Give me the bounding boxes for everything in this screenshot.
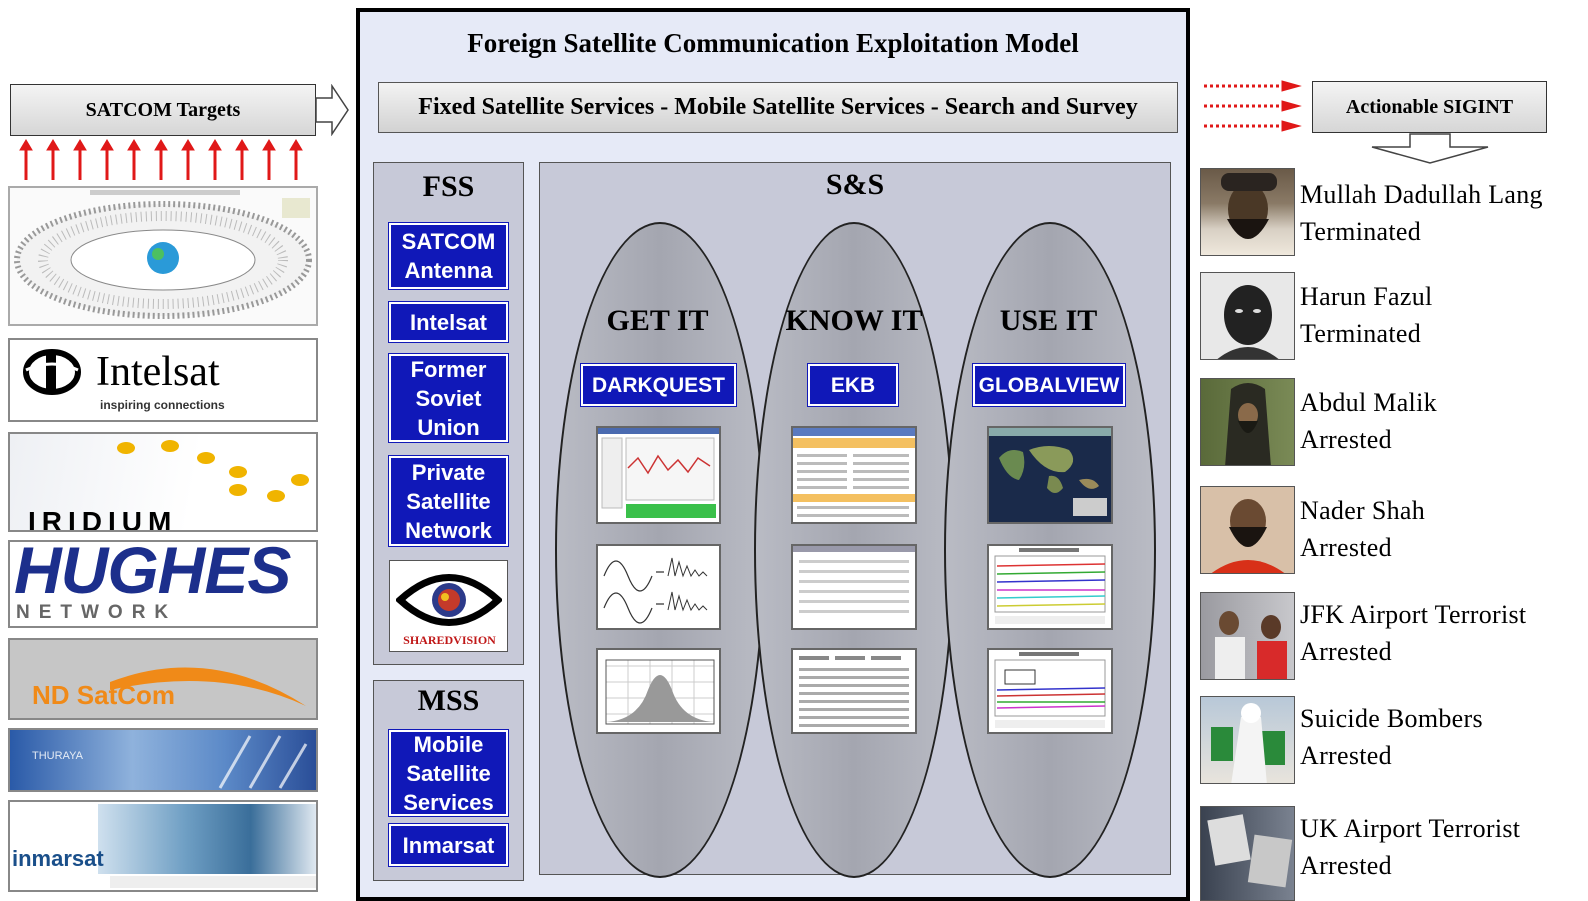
ekb-screenshot-1 (791, 426, 917, 524)
person-photo-4 (1200, 486, 1295, 574)
fss-title: FSS (422, 170, 475, 203)
thuraya-banner: THURAYA (8, 728, 318, 792)
person-7-name: UK Airport Terrorist (1300, 814, 1521, 843)
darkquest-screenshot-2 (596, 544, 721, 630)
nd-satcom-logo-text: ND SatCom (32, 680, 176, 710)
inmarsat-logo-text: inmarsat (12, 846, 104, 871)
globalview-screenshot-2 (987, 544, 1113, 630)
person-photo-1 (1200, 168, 1295, 256)
globalview-screenshot-1 (987, 426, 1113, 524)
darkquest-screenshot-3 (596, 648, 721, 734)
page-title: Foreign Satellite Communication Exploita… (467, 28, 1079, 58)
ekb-screenshot-3 (791, 648, 917, 734)
red-up-arrows (19, 138, 304, 182)
satellite-map-image (8, 186, 318, 326)
services-bar: Fixed Satellite Services - Mobile Satell… (378, 82, 1178, 133)
intelsat-logo: Intelsat inspiring connections (8, 338, 318, 422)
intelsat-emblem-icon (23, 349, 81, 395)
actionable-sigint-box: Actionable SIGINT (1312, 81, 1547, 133)
person-3-status: Arrested (1300, 425, 1392, 454)
know-it-label: KNOW IT (785, 304, 923, 337)
darkquest-screenshot-1 (596, 426, 721, 524)
intelsat-tagline: inspiring connections (100, 398, 225, 412)
person-1-name: Mullah Dadullah Lang (1300, 180, 1543, 209)
iridium-dots-icon (117, 440, 309, 502)
mss-title: MSS (417, 684, 480, 717)
actionable-sigint-label: Actionable SIGINT (1345, 95, 1514, 118)
person-4-name: Nader Shah (1300, 496, 1426, 525)
inmarsat-menu-strip (110, 876, 316, 888)
person-6-status: Arrested (1300, 741, 1392, 770)
person-1-status: Terminated (1300, 217, 1422, 246)
person-7-status: Arrested (1300, 851, 1392, 880)
fss-satcom-antenna: SATCOM Antenna (388, 222, 509, 290)
darkquest-tool: DARKQUEST (580, 363, 737, 407)
person-3-name: Abdul Malik (1300, 388, 1437, 417)
person-2-name: Harun Fazul (1300, 282, 1433, 311)
thuraya-banner-text: THURAYA (32, 750, 83, 762)
mss-mobile-satellite-services: Mobile Satellite Services (388, 729, 509, 817)
mss-inmarsat: Inmarsat (388, 823, 509, 867)
person-photo-2 (1200, 272, 1295, 360)
nd-satcom-swoosh-icon (110, 667, 306, 706)
satcom-targets-box: SATCOM Targets (10, 84, 316, 136)
person-5-status: Arrested (1300, 637, 1392, 666)
sharedvision-logo: SHAREDVISION (389, 560, 508, 652)
fss-private-satellite-network: Private Satellite Network (388, 455, 509, 547)
person-photo-7 (1200, 806, 1295, 901)
intelsat-logo-text: Intelsat (96, 349, 220, 395)
sharedvision-text: SHAREDVISION (403, 633, 496, 647)
person-photo-3 (1200, 378, 1295, 466)
eye-icon (396, 574, 502, 626)
fss-intelsat: Intelsat (388, 301, 509, 343)
iridium-logo: IRIDIUM (8, 432, 318, 532)
ekb-screenshot-2 (791, 544, 917, 630)
use-it-label: USE IT (999, 304, 1098, 337)
hughes-logo: HUGHES NETWORK SYSTEMS (8, 540, 318, 628)
hughes-logo-text: HUGHES (14, 540, 291, 607)
down-arrow-icon (1371, 133, 1489, 164)
inmarsat-photos (98, 804, 316, 874)
person-photo-5 (1200, 592, 1295, 680)
globalview-screenshot-3 (987, 648, 1113, 734)
fss-former-soviet-union: Former Soviet Union (388, 353, 509, 443)
right-arrow-icon (315, 84, 349, 136)
globalview-tool: GLOBALVIEW (972, 363, 1126, 407)
person-photo-6 (1200, 696, 1295, 784)
ekb-tool: EKB (807, 363, 899, 407)
person-6-name: Suicide Bombers (1300, 704, 1483, 733)
inmarsat-banner: inmarsat (8, 800, 318, 892)
ss-title: S&S (825, 168, 885, 201)
satcom-targets-label: SATCOM Targets (85, 98, 241, 121)
person-5-name: JFK Airport Terrorist (1300, 600, 1527, 629)
person-4-status: Arrested (1300, 533, 1392, 562)
hughes-sub-text: NETWORK SYSTEMS (16, 602, 178, 626)
nd-satcom-logo: ND SatCom (8, 638, 318, 720)
iridium-logo-text: IRIDIUM (28, 506, 178, 532)
red-right-arrows (1204, 80, 1302, 132)
get-it-label: GET IT (606, 304, 709, 337)
person-2-status: Terminated (1300, 319, 1422, 348)
